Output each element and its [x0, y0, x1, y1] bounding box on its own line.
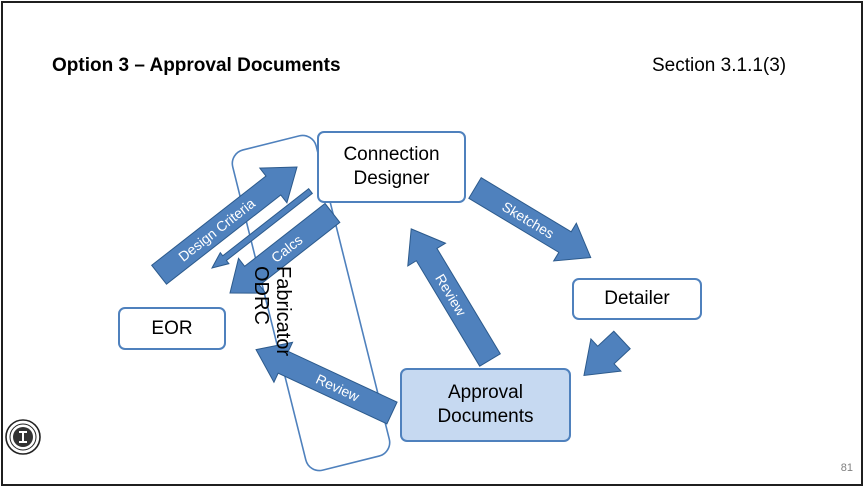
section-reference: Section 3.1.1(3): [652, 55, 787, 76]
approval-documents-box: Approval Documents: [400, 368, 571, 442]
eor-box: EOR: [118, 307, 226, 350]
connection-designer-box: Connection Designer: [317, 131, 466, 203]
fabricator-odrc-label: Fabricator ODRC: [250, 266, 294, 357]
return-thin-arrow: [211, 187, 314, 269]
approval-documents-label: Approval Documents: [437, 382, 534, 427]
slide-title: Option 3 – Approval Documents: [52, 55, 341, 76]
aisc-seal-logo: [5, 419, 41, 455]
detailer-label: Detailer: [604, 288, 670, 310]
page-number: 81: [840, 462, 853, 474]
review-up-arrow: Review: [407, 228, 501, 367]
eor-label: EOR: [151, 317, 193, 339]
fabricator-odrc-container: [231, 134, 391, 472]
sketches-arrow: Sketches: [468, 177, 592, 262]
detailer-box: Detailer: [572, 278, 702, 320]
design-criteria-label: Design Criteria: [175, 195, 258, 265]
detailer-to-approval-arrow: [583, 330, 631, 377]
connection-designer-label: Connection Designer: [343, 144, 440, 189]
